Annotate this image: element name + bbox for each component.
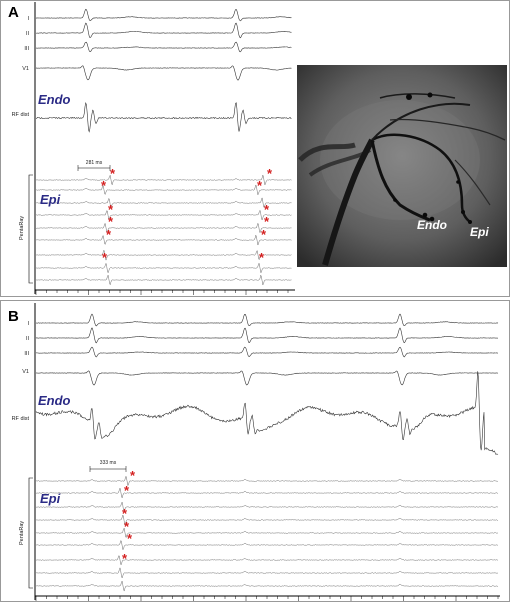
panel-a-pentaray-bipole-8-trace (35, 262, 292, 274)
panel-b-interval-marker (89, 466, 127, 472)
panel-b-pentaray-bracket (28, 477, 33, 589)
panel-a-pentaray-bipole-4-trace (35, 209, 292, 221)
panel-b-ecg-traces (35, 313, 499, 592)
panel-a-activation-asterisk-11: * (261, 227, 267, 242)
panel-b-lead-label-ii: II (26, 336, 30, 342)
panel-b-ecg-i-trace (35, 313, 499, 327)
panel-a-activation-asterisk-2: * (101, 178, 107, 193)
panel-a-ecg-ii-trace (35, 22, 292, 39)
panel-b-lead-label-v1: V1 (22, 369, 29, 375)
panel-b-letter: B (8, 308, 19, 325)
panel-a-activation-asterisk-4: * (108, 214, 114, 229)
panel-a-pentaray-bipole-5-trace (35, 222, 292, 234)
panel-a-activation-asterisk-8: * (257, 178, 263, 193)
panel-b-activation-asterisk-5: * (127, 531, 133, 546)
panel-b-pentaray-bipole-4-trace (35, 514, 499, 526)
panel-a-activation-asterisk-9: * (264, 202, 270, 217)
panel-a-lead-label-v1: V1 (22, 66, 29, 72)
panel-a-activation-asterisk-12: * (259, 250, 265, 265)
panel-b-rf-dist-trace (35, 371, 499, 455)
panel-b-pentaray-bipole-7-trace (35, 555, 499, 565)
panel-b-pentaray-label: PentaRay (19, 521, 25, 545)
panel-a-ecg-traces (35, 8, 292, 286)
panel-a-pentaray-bipole-9-trace (35, 274, 292, 286)
panel-b-pentaray-bipole-6-trace (35, 540, 499, 550)
fluoro-epi-label: Epi (470, 225, 489, 239)
panel-a-time-ticks (35, 290, 289, 295)
panel-a-pentaray-label: PentaRay (19, 216, 25, 240)
panel-a-lead-label-ii: II (26, 31, 30, 37)
panel-b-lead-label-rf-dist: RF dist (12, 416, 30, 422)
panel-a-pentaray-bipole-1-trace (36, 174, 292, 186)
panel-b-lead-label-i: I (27, 321, 29, 327)
panel-b-activation-asterisk-3: * (122, 506, 128, 521)
panel-a-ecg-iii-trace (35, 41, 292, 53)
panel-b-activation-asterisk-1: * (130, 468, 136, 483)
panel-b-pentaray-bipole-3-trace (35, 501, 499, 513)
panel-a-activation-asterisk-5: * (106, 227, 112, 242)
panel-a-activation-asterisk-7: * (267, 166, 273, 181)
panel-a-letter: A (8, 4, 19, 21)
panel-a-activation-asterisk-10: * (264, 214, 270, 229)
panel-a-rf-dist-trace (35, 102, 292, 133)
panel-a-lead-label-rf-dist: RF dist (12, 112, 30, 118)
panel-b-endo-label: Endo (38, 393, 71, 408)
panel-a-pentaray-bipole-2-trace (35, 184, 292, 196)
panel-a-activation-asterisk-1: * (110, 166, 116, 181)
panel-b-pentaray-bipole-2-trace (35, 487, 499, 499)
fluoroscopy-image: Endo Epi (297, 65, 507, 267)
panel-a-pentaray-bipole-6-trace (35, 234, 292, 246)
panel-a-interval-label: 281 ms (86, 160, 103, 166)
panel-b-interval-label: 333 ms (100, 460, 117, 466)
panel-b-border (0, 300, 510, 602)
panel-a-lead-label-i: I (27, 16, 29, 22)
panel-b-pentaray-bipole-1-trace (35, 476, 499, 486)
panel-b-activation-asterisk-2: * (124, 483, 130, 498)
panel-b-pentaray-bipole-8-trace (35, 567, 499, 579)
panel-b-pentaray-bipole-5-trace (35, 527, 499, 538)
panel-b-activation-asterisk-6: * (122, 551, 128, 566)
panel-a-interval-marker (77, 165, 111, 171)
panel-b-ecg-iii-trace (35, 346, 499, 358)
panel-a-epi-label: Epi (40, 192, 61, 207)
panel-a-pentaray-bracket (28, 174, 33, 284)
panel-b-activation-markers: ****** (122, 468, 136, 566)
panel-b-ecg-v1-trace (35, 370, 499, 386)
panel-a-ecg-v1-trace (35, 65, 292, 81)
panel-a-endo-label: Endo (38, 92, 71, 107)
panel-b-ecg-ii-trace (35, 327, 499, 344)
panel-a-pentaray-bipole-7-trace (35, 249, 292, 261)
fluoro-endo-label: Endo (417, 218, 447, 232)
panel-a-ecg-i-trace (35, 8, 292, 22)
panel-a-activation-asterisk-3: * (108, 202, 114, 217)
panel-b-pentaray-bipole-9-trace (35, 580, 499, 592)
panel-a-lead-label-iii: III (24, 46, 29, 52)
panel-b-epi-label: Epi (40, 491, 61, 506)
panel-b-lead-label-iii: III (24, 351, 29, 357)
panel-a-activation-asterisk-6: * (102, 250, 108, 265)
panel-b-time-ticks (35, 596, 499, 601)
panel-a-pentaray-bipole-3-trace (35, 197, 292, 209)
panel-b-activation-asterisk-4: * (124, 519, 130, 534)
panel-a-activation-markers: ************ (101, 166, 273, 265)
